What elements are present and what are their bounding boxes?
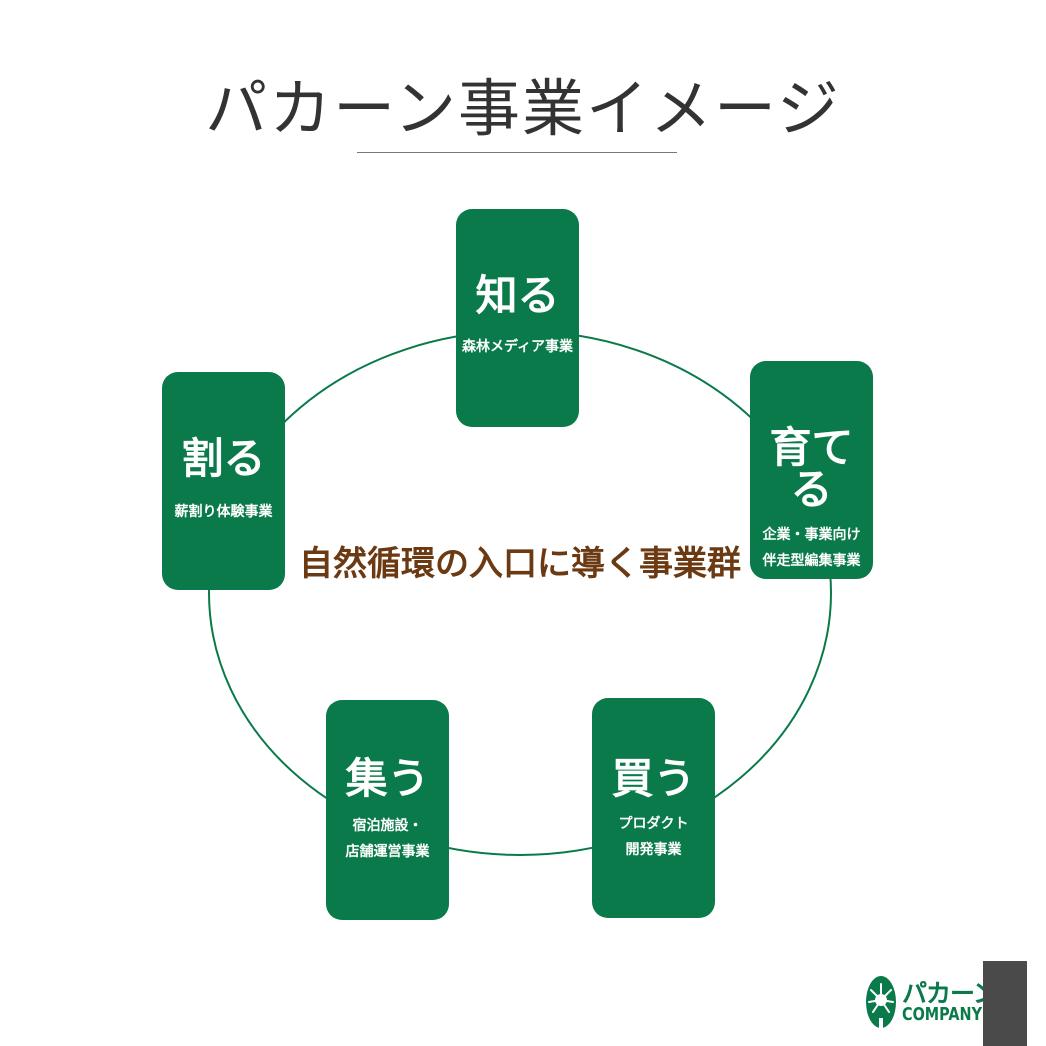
- card-grow-desc: 企業・事業向け 伴走型編集事業: [762, 527, 861, 569]
- card-buy-desc: プロダクト 開発事業: [618, 816, 689, 858]
- company-logo: パカーン。 COMPANY: [864, 972, 1020, 1030]
- title-underline: [357, 152, 677, 153]
- card-gather-heading: 集う: [345, 754, 430, 803]
- leaf-burst-icon: [866, 976, 896, 1028]
- card-grow: 育てる 企業・事業向け 伴走型編集事業: [750, 361, 873, 579]
- card-split: 割る 薪割り体験事業: [162, 372, 285, 590]
- card-know-heading: 知る: [475, 271, 560, 320]
- page-title: パカーン事業イメージ: [205, 72, 841, 145]
- card-gather-desc: 宿泊施設・ 店舗運営事業: [345, 818, 430, 860]
- card-grow-heading: 育てる: [769, 423, 854, 514]
- center-caption: 自然循環の入口に導く事業群: [299, 544, 741, 584]
- corner-block: [983, 961, 1027, 1046]
- card-buy: 買う プロダクト 開発事業: [592, 698, 715, 918]
- card-split-heading: 割る: [181, 434, 266, 483]
- card-know: 知る 森林メディア事業: [456, 209, 579, 427]
- logo-subtitle: COMPANY: [902, 1004, 982, 1025]
- card-gather: 集う 宿泊施設・ 店舗運営事業: [326, 700, 449, 920]
- card-know-desc: 森林メディア事業: [461, 339, 574, 355]
- card-split-desc: 薪割り体験事業: [174, 504, 273, 520]
- card-buy-heading: 買う: [611, 754, 696, 803]
